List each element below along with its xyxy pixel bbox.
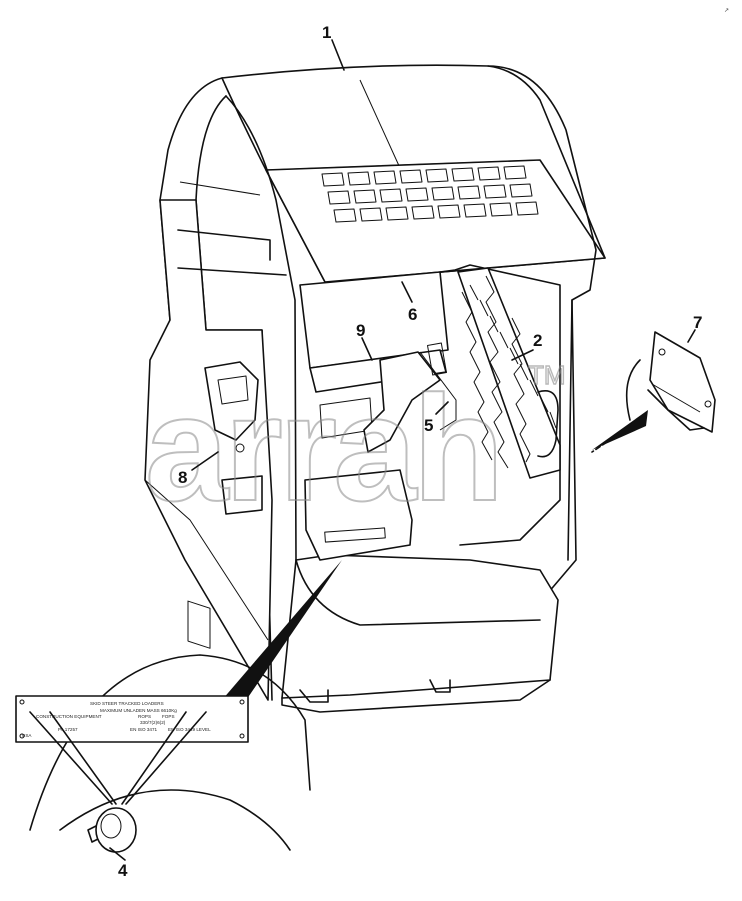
grille-hole	[451, 167, 475, 182]
callout-6: 6	[408, 305, 417, 324]
grille-hole	[425, 168, 449, 183]
plate-line-7: EN ISO 3471	[130, 727, 158, 732]
grille-hole	[411, 205, 435, 220]
grab-handle	[537, 390, 559, 458]
right-roll-bar	[487, 65, 597, 561]
callout-7: 7	[693, 313, 702, 332]
rear-mesh-screen	[457, 267, 561, 479]
leader-4	[109, 847, 126, 861]
grille-hole	[321, 172, 345, 187]
leader-6	[401, 281, 413, 303]
callout-9: 9	[356, 321, 365, 340]
cab-floor-base	[281, 554, 559, 699]
plate-line-6: 330/7(2)6(2)	[140, 720, 166, 725]
callout-8: 8	[178, 468, 187, 487]
cab-frame	[144, 64, 606, 713]
rear-top-panel	[299, 271, 449, 369]
lock-bracket-right	[363, 351, 441, 453]
grille-hole	[347, 171, 371, 186]
plate-line-1: SKID STEER TRACKED LOADERS	[90, 701, 164, 706]
grille-hole	[333, 208, 357, 223]
left-side-panel	[144, 199, 273, 701]
plate-line-2: MAXIMUM UNLADEN MASS 6610Kg	[100, 708, 177, 713]
leader-9	[361, 337, 373, 361]
plate-line-8: EN ISO 3449 LEVEL	[168, 727, 211, 732]
grille-hole	[477, 166, 501, 181]
plate-leader-lines	[29, 711, 207, 805]
leader-8	[191, 451, 219, 471]
leader-1	[331, 39, 345, 71]
plate-line-9: PA 17257	[58, 727, 78, 732]
grille-hole	[463, 203, 487, 218]
detail-inset-4: SKID STEER TRACKED LOADERS MAXIMUM UNLAD…	[15, 560, 342, 853]
latch-plate-7	[649, 331, 716, 433]
grille-hole	[437, 204, 461, 219]
grille-hole	[379, 188, 403, 203]
plate-line-3: CONSTRUCTION EQUIPMENT	[36, 714, 102, 719]
leader-7	[687, 329, 696, 343]
grille-hole	[399, 169, 423, 184]
grille-hole	[457, 185, 481, 200]
detail-inset-7	[591, 331, 716, 453]
mesh-holes	[461, 275, 557, 469]
callout-4: 4	[118, 861, 128, 880]
corner-mark: ↗	[724, 8, 729, 14]
watermark-tm: TM	[528, 360, 566, 390]
grille-hole	[509, 183, 533, 198]
callout-1: 1	[322, 23, 331, 42]
plate-line-10: USA	[22, 733, 32, 738]
floor-label-decal	[324, 527, 386, 543]
grille-hole	[431, 186, 455, 201]
grille-hole	[385, 206, 409, 221]
grille-hole	[405, 187, 429, 202]
grille-hole	[489, 202, 513, 217]
callout-labels: 1 2 4 5 6 7 8 9	[118, 23, 702, 880]
grille-hole	[359, 207, 383, 222]
front-grille-panel	[265, 159, 606, 283]
grille-hole	[503, 165, 527, 180]
callout-2: 2	[533, 331, 542, 350]
callout-5: 5	[424, 416, 433, 435]
plate-line-5: FOPS	[162, 714, 175, 719]
leader-wedge-4	[222, 560, 342, 712]
leader-2	[511, 349, 534, 361]
grille-hole	[373, 170, 397, 185]
watermark: arrah TM	[144, 359, 566, 533]
leader-lines	[109, 39, 696, 861]
plate-line-4: ROPS	[138, 714, 151, 719]
grille-hole	[515, 201, 539, 216]
watermark-text: arrah	[145, 364, 500, 532]
grille-hole	[353, 189, 377, 204]
grille-holes	[321, 165, 539, 223]
rivet-4	[87, 807, 137, 853]
grille-hole	[483, 184, 507, 199]
leader-5	[435, 401, 449, 415]
grille-hole	[327, 190, 351, 205]
